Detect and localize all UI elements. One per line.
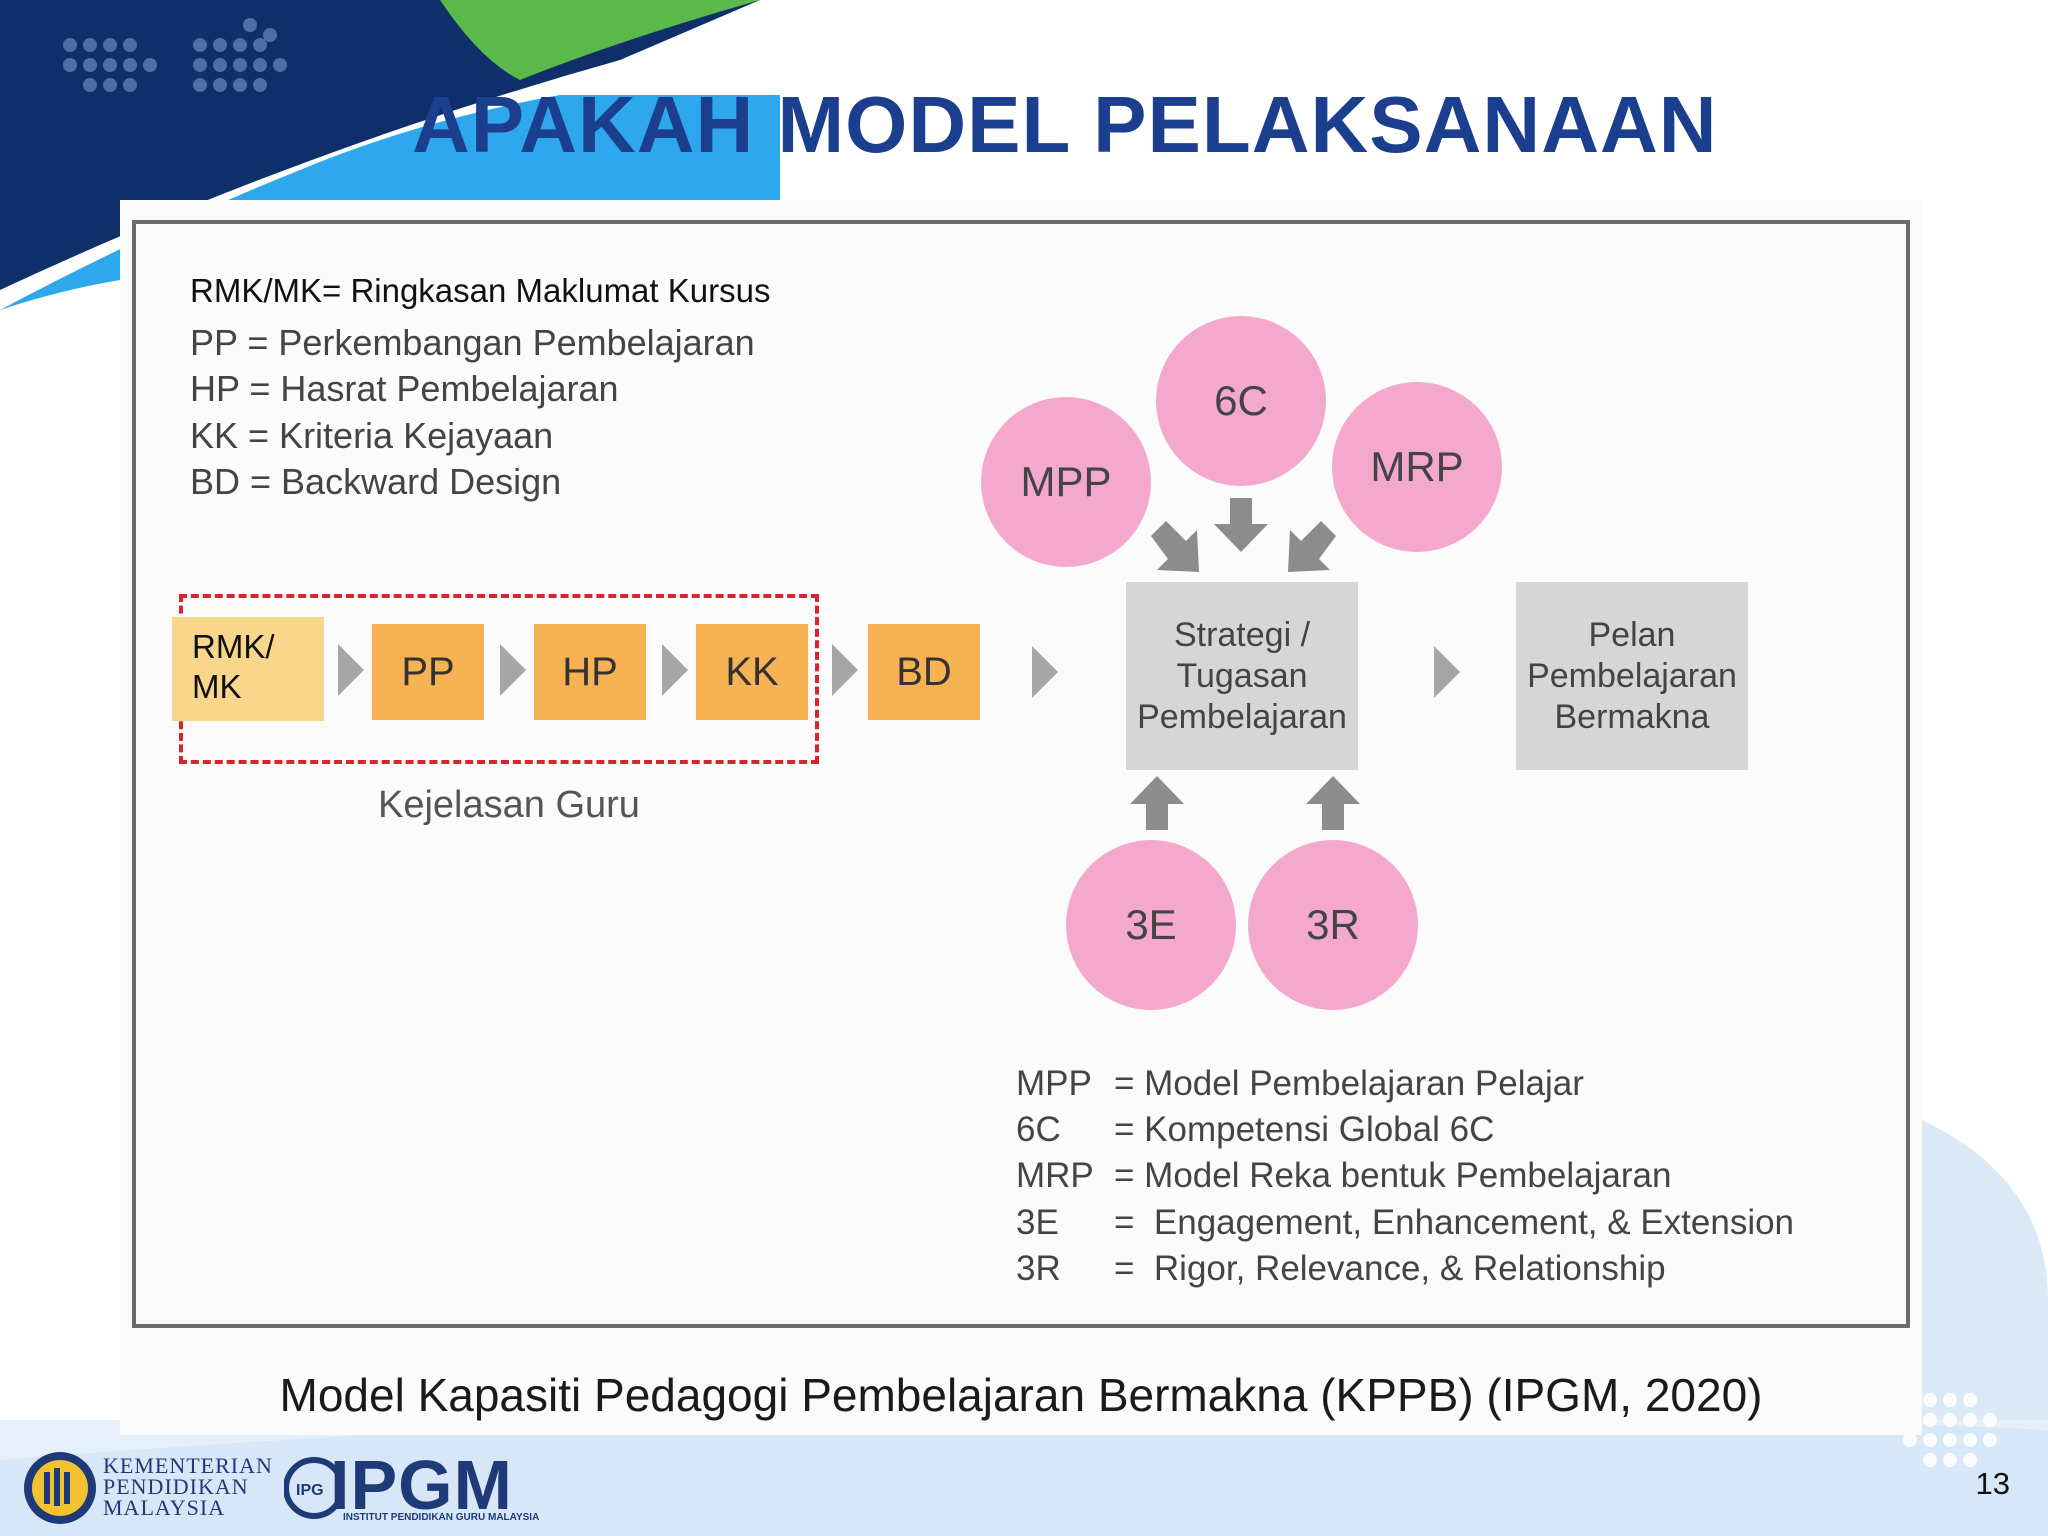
circle-3r: 3R <box>1248 840 1418 1010</box>
arrow-6c-down <box>1214 498 1268 552</box>
pelan-line-3: Bermakna <box>1554 697 1710 736</box>
rmk-box: RMK/ MK <box>172 617 324 721</box>
legend-3e-def: = Engagement, Enhancement, & Extension <box>1114 1203 1795 1242</box>
kejelasan-guru-label: Kejelasan Guru <box>378 784 640 826</box>
flow-arrow <box>662 644 688 696</box>
flow-arrow <box>1434 646 1460 698</box>
arrow-mpp-diag <box>1151 521 1199 572</box>
arrow-mrp-diag <box>1288 521 1336 572</box>
legend-mrp-def: = Model Reka bentuk Pembelajaran <box>1114 1156 1672 1195</box>
flow-arrow <box>338 644 364 696</box>
kpm-logo-text: KEMENTERIAN PENDIDIKAN MALAYSIA <box>103 1453 273 1520</box>
circle-mrp: MRP <box>1332 382 1502 552</box>
flow-arrow <box>832 644 858 696</box>
legend-6c-def: = Kompetensi Global 6C <box>1114 1110 1495 1149</box>
pp-box: PP <box>372 624 484 720</box>
circle-6c: 6C <box>1156 316 1326 486</box>
flow-arrow <box>500 644 526 696</box>
arrow-3e-up <box>1130 776 1184 830</box>
ipgm-logo-icon: IPG <box>284 1457 344 1519</box>
legend-bd: BD = Backward Design <box>190 461 562 502</box>
circle-3e: 3E <box>1066 840 1236 1010</box>
page-number: 13 <box>1975 1466 2010 1501</box>
figure-caption: Model Kapasiti Pedagogi Pembelajaran Ber… <box>279 1369 1763 1421</box>
flow-arrow <box>1032 646 1058 698</box>
legend-3r-def: = Rigor, Relevance, & Relationship <box>1114 1249 1666 1288</box>
strategi-line-1: Strategi / <box>1173 615 1311 654</box>
legend-pp: PP = Perkembangan Pembelajaran <box>190 322 755 363</box>
strategi-line-3: Pembelajaran <box>1137 697 1347 736</box>
pelan-line-1: Pelan <box>1588 615 1676 654</box>
circle-mpp: MPP <box>981 397 1151 567</box>
strategi-box: Strategi / Tugasan Pembelajaran <box>1126 582 1358 770</box>
legend-mpp-def: = Model Pembelajaran Pelajar <box>1114 1064 1584 1103</box>
strategi-line-2: Tugasan <box>1176 656 1308 695</box>
connector-arrows <box>1130 498 1360 830</box>
diagram-frame: RMK/MK= Ringkasan Maklumat Kursus PP = P… <box>132 220 1910 1328</box>
ipgm-logo-text: IPGM <box>330 1446 513 1524</box>
hp-box: HP <box>534 624 646 720</box>
pelan-box: Pelan Pembelajaran Bermakna <box>1516 582 1748 770</box>
kpm-logo-icon <box>24 1452 96 1524</box>
bd-box: BD <box>868 624 980 720</box>
legend-mrp-abbr: MRP <box>1016 1156 1094 1195</box>
slide-title: APAKAH MODEL PELAKSANAAN KPPB INI? <box>412 80 1718 200</box>
legend-mpp-abbr: MPP <box>1016 1064 1092 1103</box>
content-panel: RMK/MK= Ringkasan Maklumat Kursus PP = P… <box>120 200 1922 1435</box>
legend-3e-abbr: 3E <box>1016 1203 1059 1242</box>
legend-rmk: RMK/MK= Ringkasan Maklumat Kursus <box>190 272 771 309</box>
kk-box: KK <box>696 624 808 720</box>
pelan-line-2: Pembelajaran <box>1527 656 1737 695</box>
legend-3r-abbr: 3R <box>1016 1249 1061 1288</box>
legend-6c-abbr: 6C <box>1016 1110 1061 1149</box>
ipgm-logo-subtitle: INSTITUT PENDIDIKAN GURU MALAYSIA <box>343 1512 540 1523</box>
arrow-3r-up <box>1306 776 1360 830</box>
legend-kk: KK = Kriteria Kejayaan <box>190 415 554 456</box>
svg-text:IPG: IPG <box>296 1482 324 1499</box>
legend-hp: HP = Hasrat Pembelajaran <box>190 368 619 409</box>
